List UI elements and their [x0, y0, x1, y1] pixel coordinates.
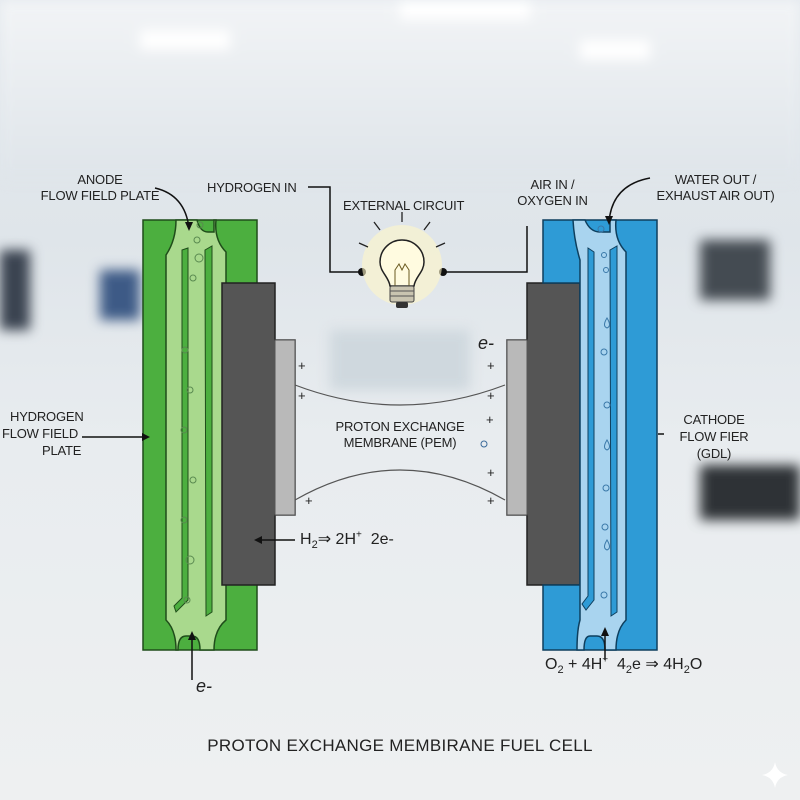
- eq-part: 2: [557, 664, 564, 677]
- label-line: EXHAUST AIR OUT): [656, 188, 775, 203]
- air-in-label: AIR IN / OXYGEN IN: [500, 177, 605, 209]
- proton-plus: +: [487, 358, 495, 373]
- eq-part: 2: [683, 664, 690, 677]
- label-line: AIR IN /: [530, 177, 575, 192]
- label-line: FLOW FIELD PLATE: [40, 188, 160, 203]
- label-arrows: [82, 177, 664, 680]
- label-line: PROTON EXCHANGE: [335, 419, 465, 434]
- eq-part: 2: [625, 664, 633, 677]
- cathode-catalyst-layer: [506, 339, 528, 516]
- proton-plus: +: [305, 493, 313, 508]
- anode-flow-field-plate-label: ANODE FLOW FIELD PLATE: [25, 172, 175, 204]
- label-line: HYDROGEN: [10, 409, 84, 424]
- label-line: OXYGEN IN: [517, 193, 588, 208]
- eq-part: + 4H: [563, 656, 603, 673]
- label-line: MEMBRANE (PEM): [343, 435, 457, 450]
- eq-part: e ⇒ 4H: [632, 656, 684, 673]
- eq-part: O: [545, 656, 558, 673]
- eq-part: 4: [608, 656, 626, 673]
- proton-plus: +: [487, 493, 495, 508]
- cathode-reaction-equation: O2 + 4H+ 42e ⇒ 4H2O: [545, 654, 703, 677]
- label-line: ANODE: [77, 172, 123, 187]
- light-bulb-icon: [358, 212, 446, 308]
- eq-part: ⇒ 2H: [317, 531, 356, 548]
- diagram-title: PROTON EXCHANGE MEMBIRANE FUEL CELL: [207, 736, 593, 755]
- proton-plus: +: [298, 358, 306, 373]
- label-line: FLOW FIELD: [2, 426, 79, 441]
- eq-part: 2e-: [361, 531, 394, 548]
- label-line: CATHODE: [683, 412, 745, 427]
- proton-plus: +: [486, 412, 494, 427]
- sparkle-icon: [762, 762, 788, 788]
- eq-part: +: [356, 529, 362, 541]
- external-circuit-label: EXTERNAL CIRCUIT: [343, 198, 465, 213]
- electron-label-top: e-: [478, 333, 495, 353]
- label-line: WATER OUT /: [674, 172, 757, 187]
- cathode-label: CATHODE FLOW FIER (GDL): [664, 411, 764, 462]
- proton-plus: +: [487, 465, 495, 480]
- water-out-label: WATER OUT / EXHAUST AIR OUT): [648, 172, 783, 204]
- pem-label: PROTON EXCHANGE MEMBRANE (PEM): [320, 419, 480, 451]
- proton-plus: +: [487, 388, 495, 403]
- label-line: FLOW FIER: [679, 429, 749, 444]
- electron-label-bottom: e-: [196, 676, 213, 696]
- eq-part: H: [300, 531, 312, 548]
- external-circuit-wire: [308, 186, 528, 273]
- anode-catalyst-layer: [274, 339, 296, 516]
- label-line: PLATE: [42, 443, 82, 458]
- anode-reaction-equation: H2⇒ 2H+ 2e-: [300, 529, 394, 552]
- eq-part: +: [602, 654, 609, 666]
- cathode-flow-field-plate: [542, 219, 658, 651]
- proton-exchange-membrane: [294, 384, 506, 501]
- eq-part: O: [689, 656, 703, 673]
- hydrogen-in-label: HYDROGEN IN: [207, 180, 297, 195]
- eq-part: 2: [311, 539, 318, 552]
- hydrogen-flow-field-plate-label: HYDROGEN FLOW FIELD PLATE: [2, 408, 102, 459]
- label-line: (GDL): [696, 446, 732, 461]
- proton-plus: +: [298, 388, 306, 403]
